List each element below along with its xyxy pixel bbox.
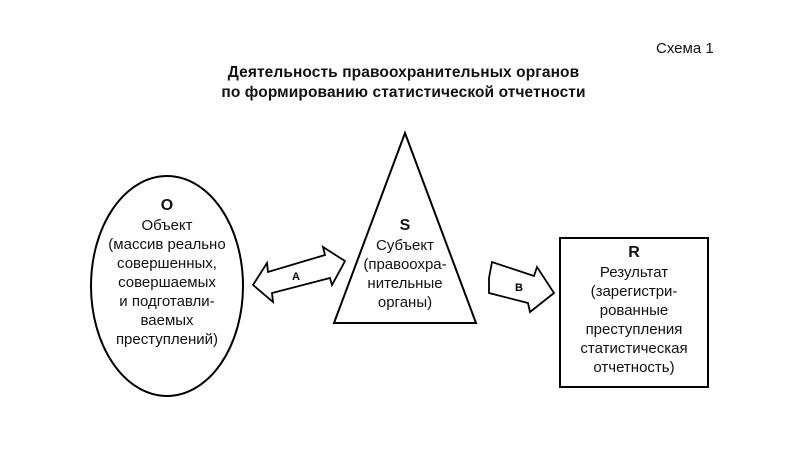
result-line: (зарегистри- (590, 283, 678, 300)
double-arrow-a (251, 245, 347, 305)
object-line: и подготавли- (119, 293, 215, 310)
object-letter: О (160, 197, 174, 214)
object-line: преступлений) (115, 331, 219, 348)
arrow-b-label: В (515, 282, 523, 294)
object-block: О Объект (массив реально совершенных, со… (97, 196, 237, 349)
result-line: отчетность) (593, 359, 675, 376)
subject-line: нительные (367, 275, 443, 292)
result-line: статистическая (580, 340, 688, 357)
result-line: Результат (599, 264, 669, 281)
subject-triangle (332, 130, 478, 324)
diagram-title-line-2: по формированию статистической отчетност… (221, 84, 586, 101)
arrow-b (488, 260, 556, 314)
result-block: R Результат (зарегистри- рованные престу… (563, 243, 705, 377)
object-line: Объект (141, 217, 193, 234)
result-line: рованные (599, 302, 669, 319)
subject-letter: S (399, 217, 411, 234)
subject-line: (правоохра- (363, 256, 447, 273)
object-line: (массив реально (108, 236, 226, 253)
object-line: совершенных, (117, 255, 217, 272)
subject-block: S Субъект (правоохра- нительные органы) (343, 216, 467, 312)
result-letter: R (628, 244, 640, 261)
diagram-title-line-1: Деятельность правоохранительных органов (227, 64, 580, 81)
result-line: преступления (585, 321, 683, 338)
subject-line: органы) (377, 294, 433, 311)
scheme-label: Схема 1 (656, 40, 714, 57)
subject-line: Субъект (376, 237, 434, 254)
arrow-a-label: А (292, 271, 300, 283)
object-line: ваемых (140, 312, 194, 329)
result-box (559, 237, 709, 388)
object-ellipse (90, 175, 244, 397)
object-line: совершаемых (118, 274, 216, 291)
